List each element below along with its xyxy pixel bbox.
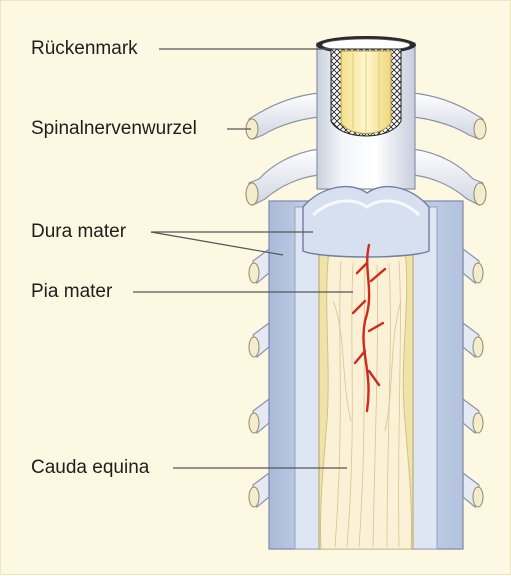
label-cauda-equina: Cauda equina xyxy=(31,457,149,479)
label-dura-mater: Dura mater xyxy=(31,221,126,243)
cauda-equina-fibers xyxy=(320,251,411,549)
dura-cap xyxy=(303,187,429,257)
label-pia-mater: Pia mater xyxy=(31,281,112,303)
label-spinalnervenwurzel: Spinalnervenwurzel xyxy=(31,118,197,140)
label-rueckenmark: Rückenmark xyxy=(31,38,138,60)
